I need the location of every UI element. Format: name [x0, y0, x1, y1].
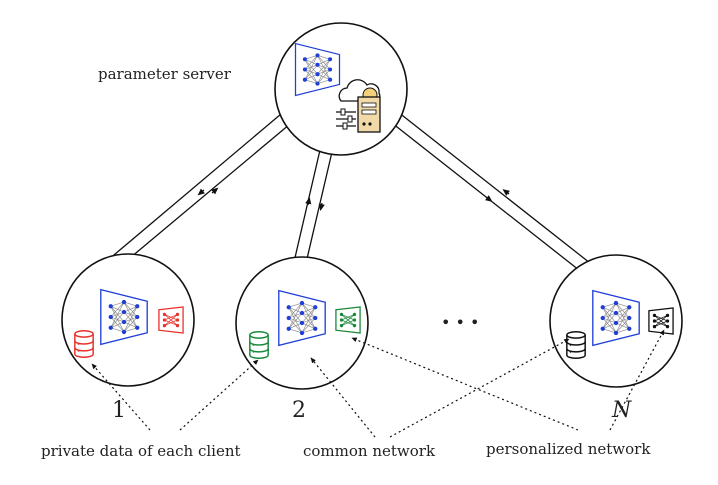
arrow-personalized-network-n: [609, 329, 665, 431]
client-node-n: [549, 254, 683, 388]
label-common-network: common network: [303, 442, 436, 460]
arrow-common-network-n: [389, 338, 570, 438]
arrow-common-network-2: [310, 357, 376, 438]
arrow-private-data-2: [179, 359, 259, 431]
parameter-server-node: [274, 22, 408, 156]
label-private-data: private data of each client: [41, 442, 241, 460]
client-label-1: 1: [112, 398, 126, 423]
link-server-client-n: [391, 111, 591, 275]
label-personalized-network: personalized network: [486, 440, 651, 458]
link-server-client-1: [107, 113, 291, 269]
client-node-1: [61, 253, 195, 387]
annotation-arrows: [91, 329, 665, 438]
cloud-server-icon: [336, 79, 381, 133]
client-node-2: [235, 256, 369, 390]
link-server-client-2: [293, 149, 333, 264]
arrow-personalized-network-2: [351, 337, 579, 431]
client-label-n: N: [611, 398, 632, 423]
client-label-2: 2: [292, 398, 306, 423]
server-label: parameter server: [98, 65, 232, 83]
ellipsis: • • •: [441, 313, 479, 332]
